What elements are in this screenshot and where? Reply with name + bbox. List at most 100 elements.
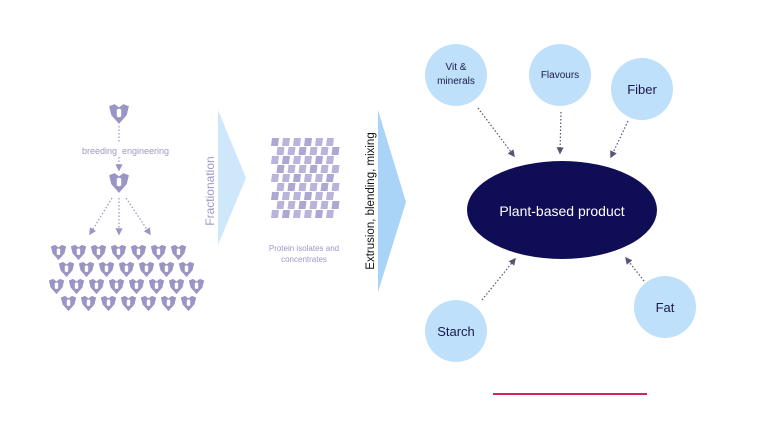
protein-crystal — [293, 210, 301, 218]
vit-arrow — [477, 107, 515, 158]
protein-crystal — [293, 174, 301, 182]
vit-label-line1: Vit & — [446, 62, 467, 73]
parent-seed-icon — [109, 104, 129, 124]
protein-crystal — [331, 147, 340, 155]
population-seed-icon — [100, 295, 117, 312]
protein-crystal — [326, 210, 334, 218]
protein-crystal — [271, 138, 279, 146]
flavours-label: Flavours — [541, 70, 579, 81]
protein-crystal — [331, 183, 340, 191]
population-seed-icon — [90, 244, 107, 261]
protein-crystal — [320, 201, 329, 209]
flavours-bubble — [529, 44, 591, 106]
protein-crystal — [309, 147, 318, 155]
protein-crystal — [287, 165, 296, 173]
protein-crystal — [293, 156, 301, 164]
population-seed-icon — [98, 261, 115, 278]
population-seed-icon — [78, 261, 95, 278]
protein-label-line1: Protein isolates and — [269, 244, 339, 253]
starch-bubble — [425, 300, 487, 362]
population-seed-icon — [188, 278, 205, 295]
population-seed-icon — [140, 295, 157, 312]
product-ellipse — [467, 161, 657, 259]
protein-crystal — [276, 165, 285, 173]
population-seed-icon — [110, 244, 127, 261]
protein-crystal — [315, 192, 323, 200]
protein-crystal — [326, 192, 334, 200]
spread-arrow-right — [125, 197, 151, 236]
population-seed-icon — [150, 244, 167, 261]
product-label: Plant-based product — [499, 203, 624, 219]
population-seed-icon — [148, 278, 165, 295]
population-seed-icon — [178, 261, 195, 278]
population-seed-icon — [108, 278, 125, 295]
protein-crystal — [276, 201, 285, 209]
spread-arrow-left — [89, 197, 113, 236]
protein-crystal — [304, 192, 312, 200]
protein-crystal — [287, 183, 296, 191]
population-seed-icon — [128, 278, 145, 295]
population-seed-icon — [58, 261, 75, 278]
flavours-arrow — [556, 111, 564, 155]
protein-crystal — [315, 210, 323, 218]
protein-crystal — [304, 174, 312, 182]
population-seed-icon — [68, 278, 85, 295]
protein-crystal — [271, 210, 279, 218]
protein-crystal — [282, 156, 290, 164]
population-seed-icon — [120, 295, 137, 312]
ingredient-flavours: Flavours — [529, 44, 591, 106]
population-seed-icon — [80, 295, 97, 312]
protein-crystal — [326, 156, 334, 164]
protein-crystal — [326, 138, 334, 146]
population-seed-icon — [170, 244, 187, 261]
protein-crystal — [298, 147, 307, 155]
protein-crystal — [320, 147, 329, 155]
vit-bubble — [425, 44, 487, 106]
population-seed-icon — [158, 261, 175, 278]
protein-crystal — [271, 192, 279, 200]
protein-crystal — [309, 183, 318, 191]
protein-crystal — [293, 138, 301, 146]
population-seed-icon — [130, 244, 147, 261]
protein-crystal — [309, 165, 318, 173]
processing-label: Extrusion, blending, mixing — [365, 132, 377, 269]
protein-crystal — [287, 201, 296, 209]
starch-label: Starch — [437, 324, 475, 339]
protein-crystal — [304, 138, 312, 146]
protein-crystal — [320, 165, 329, 173]
starch-arrow — [481, 257, 516, 301]
protein-crystal — [271, 156, 279, 164]
fat-bubble — [634, 276, 696, 338]
protein-crystal — [282, 138, 290, 146]
processing-step: Extrusion, blending, mixing — [365, 110, 406, 292]
fiber-arrow — [610, 120, 629, 159]
population-seed-icon — [88, 278, 105, 295]
protein-crystal-grid — [271, 138, 340, 218]
protein-crystal — [293, 192, 301, 200]
breeding-section: breeding engineering — [48, 104, 205, 312]
protein-crystal — [276, 183, 285, 191]
protein-isolates-section: Protein isolates and concentrates — [269, 138, 340, 264]
ingredient-starch: Starch — [425, 300, 487, 362]
seed-population-grid — [48, 244, 205, 312]
protein-crystal — [304, 210, 312, 218]
ingredient-arrows — [477, 107, 645, 301]
population-seed-icon — [48, 278, 65, 295]
protein-crystal — [276, 147, 285, 155]
protein-label-line2: concentrates — [281, 255, 327, 264]
population-seed-icon — [168, 278, 185, 295]
protein-crystal — [282, 192, 290, 200]
protein-crystal — [309, 201, 318, 209]
fiber-bubble — [611, 58, 673, 120]
fat-arrow — [625, 256, 645, 282]
protein-crystal — [287, 147, 296, 155]
fractionation-label: Fractionation — [203, 156, 217, 225]
fiber-label: Fiber — [627, 82, 657, 97]
protein-crystal — [331, 165, 340, 173]
protein-crystal — [282, 210, 290, 218]
population-seed-icon — [118, 261, 135, 278]
vit-label-line2: minerals — [437, 76, 475, 87]
fractionation-step: Fractionation — [203, 110, 246, 245]
protein-crystal — [298, 183, 307, 191]
protein-crystal — [326, 174, 334, 182]
